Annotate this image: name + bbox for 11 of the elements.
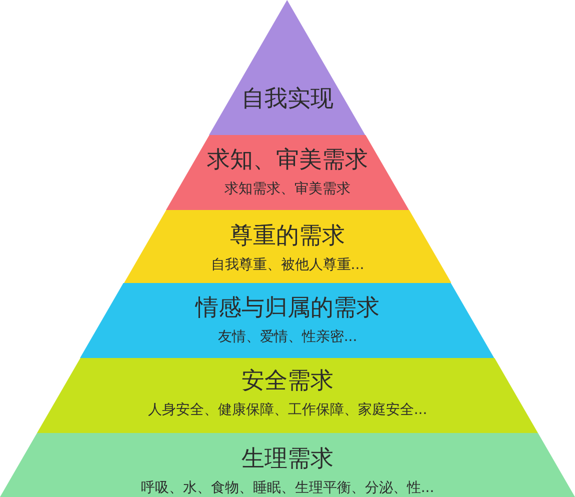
tier-title: 尊重的需求 bbox=[230, 223, 345, 250]
tier-title: 生理需求 bbox=[242, 446, 334, 473]
tier-title: 情感与归属的需求 bbox=[195, 295, 380, 322]
tier-title: 求知、审美需求 bbox=[206, 147, 368, 174]
tier-title: 自我实现 bbox=[241, 86, 334, 113]
tier-description: 人身安全、健康保障、工作保障、家庭安全... bbox=[148, 401, 428, 419]
tier-description: 求知需求、审美需求 bbox=[224, 180, 350, 198]
tier-description: 自我尊重、被他人尊重... bbox=[210, 256, 364, 274]
tier-description: 友情、爱情、性亲密... bbox=[218, 328, 358, 346]
tier-title: 安全需求 bbox=[241, 368, 334, 395]
tier-description: 呼吸、水、食物、睡眠、生理平衡、分泌、性... bbox=[140, 479, 434, 497]
